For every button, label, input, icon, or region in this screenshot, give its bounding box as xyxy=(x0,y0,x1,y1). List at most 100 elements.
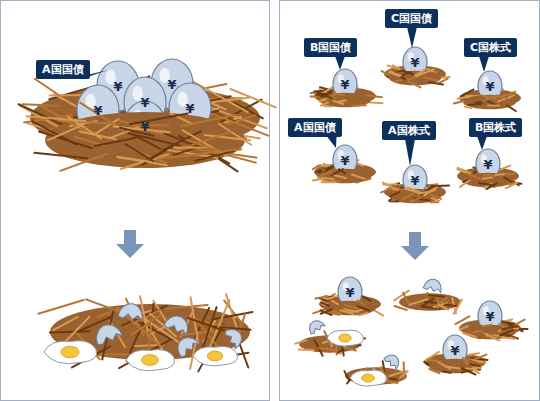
straw xyxy=(332,169,343,175)
yen-mark: ¥ xyxy=(410,174,419,187)
straw xyxy=(117,157,150,161)
straw xyxy=(506,183,517,189)
down-arrow xyxy=(116,230,144,258)
yen-mark: ¥ xyxy=(485,80,494,93)
straw xyxy=(460,180,470,187)
egg-shell xyxy=(306,318,325,335)
straw xyxy=(315,296,327,298)
straw xyxy=(394,306,406,310)
straw xyxy=(479,183,493,185)
straw xyxy=(383,183,400,191)
egg-white xyxy=(327,330,363,346)
straw xyxy=(446,366,460,368)
straw xyxy=(295,340,306,343)
straw xyxy=(419,191,433,194)
straw xyxy=(187,140,218,150)
straw xyxy=(212,312,252,320)
label-pointer xyxy=(405,139,415,166)
yen-mark: ¥ xyxy=(410,56,419,69)
straw xyxy=(473,370,478,373)
straw xyxy=(363,296,371,301)
label-pointer xyxy=(335,56,345,70)
nest xyxy=(428,358,481,375)
straw xyxy=(95,138,136,146)
straw xyxy=(437,298,439,308)
yen-mark: ¥ xyxy=(167,78,176,91)
straw xyxy=(407,77,415,79)
nest xyxy=(464,95,516,111)
straw xyxy=(222,154,255,163)
straw xyxy=(403,293,409,305)
straw xyxy=(130,114,188,125)
nest xyxy=(389,187,441,203)
straw xyxy=(488,104,499,106)
egg-shell xyxy=(423,277,443,293)
straw xyxy=(468,104,481,105)
label-text: B国国債 xyxy=(310,41,351,54)
nest xyxy=(460,173,517,189)
egg-shell xyxy=(383,352,402,370)
straw xyxy=(508,95,514,98)
label-text: B国株式 xyxy=(475,121,516,134)
straw xyxy=(334,94,345,95)
straw xyxy=(240,344,248,367)
yen-mark: ¥ xyxy=(345,286,354,299)
label-text: C国国債 xyxy=(391,12,432,25)
straw xyxy=(496,174,505,175)
nest xyxy=(463,325,518,341)
yolk xyxy=(142,355,159,366)
label-pointer xyxy=(477,136,487,150)
straw xyxy=(364,179,371,181)
straw xyxy=(32,121,76,144)
straw xyxy=(391,192,400,196)
label-pointer xyxy=(479,56,489,72)
straw xyxy=(323,91,332,97)
straw xyxy=(429,82,443,84)
straw xyxy=(98,308,121,317)
straw xyxy=(299,349,314,351)
straw xyxy=(502,337,515,339)
straw xyxy=(445,305,458,307)
straw xyxy=(319,348,337,351)
straw xyxy=(505,173,514,176)
straw xyxy=(53,317,78,330)
straw xyxy=(409,81,421,87)
straw xyxy=(402,193,414,200)
straw xyxy=(342,347,343,355)
egg-shell xyxy=(164,312,192,336)
nest-body xyxy=(45,112,245,168)
straw xyxy=(504,178,514,184)
straw xyxy=(467,174,480,179)
straw xyxy=(132,315,162,335)
straw xyxy=(410,198,420,202)
straw xyxy=(381,188,392,192)
straw xyxy=(483,95,497,101)
straw xyxy=(132,134,160,149)
straw xyxy=(431,201,439,203)
straw xyxy=(403,71,413,74)
straw xyxy=(498,99,505,102)
straw xyxy=(507,105,516,111)
nest-body xyxy=(324,301,376,316)
straw xyxy=(38,300,83,314)
straw xyxy=(431,185,449,188)
label-box: B国株式 xyxy=(469,118,522,137)
straw xyxy=(158,153,209,158)
straw xyxy=(476,101,483,103)
straw xyxy=(210,300,230,348)
egg-white xyxy=(193,346,238,366)
straw xyxy=(313,165,320,169)
yen-mark: ¥ xyxy=(483,158,492,171)
straw xyxy=(344,305,357,308)
nest xyxy=(394,291,462,314)
label-box: C国株式 xyxy=(464,38,517,57)
yolk xyxy=(362,374,375,382)
straw xyxy=(321,310,332,315)
straw xyxy=(470,365,480,367)
egg-white xyxy=(44,341,97,364)
straw xyxy=(502,326,517,329)
label-text: A国株式 xyxy=(388,124,430,137)
straw xyxy=(390,200,399,202)
straw xyxy=(389,72,399,76)
